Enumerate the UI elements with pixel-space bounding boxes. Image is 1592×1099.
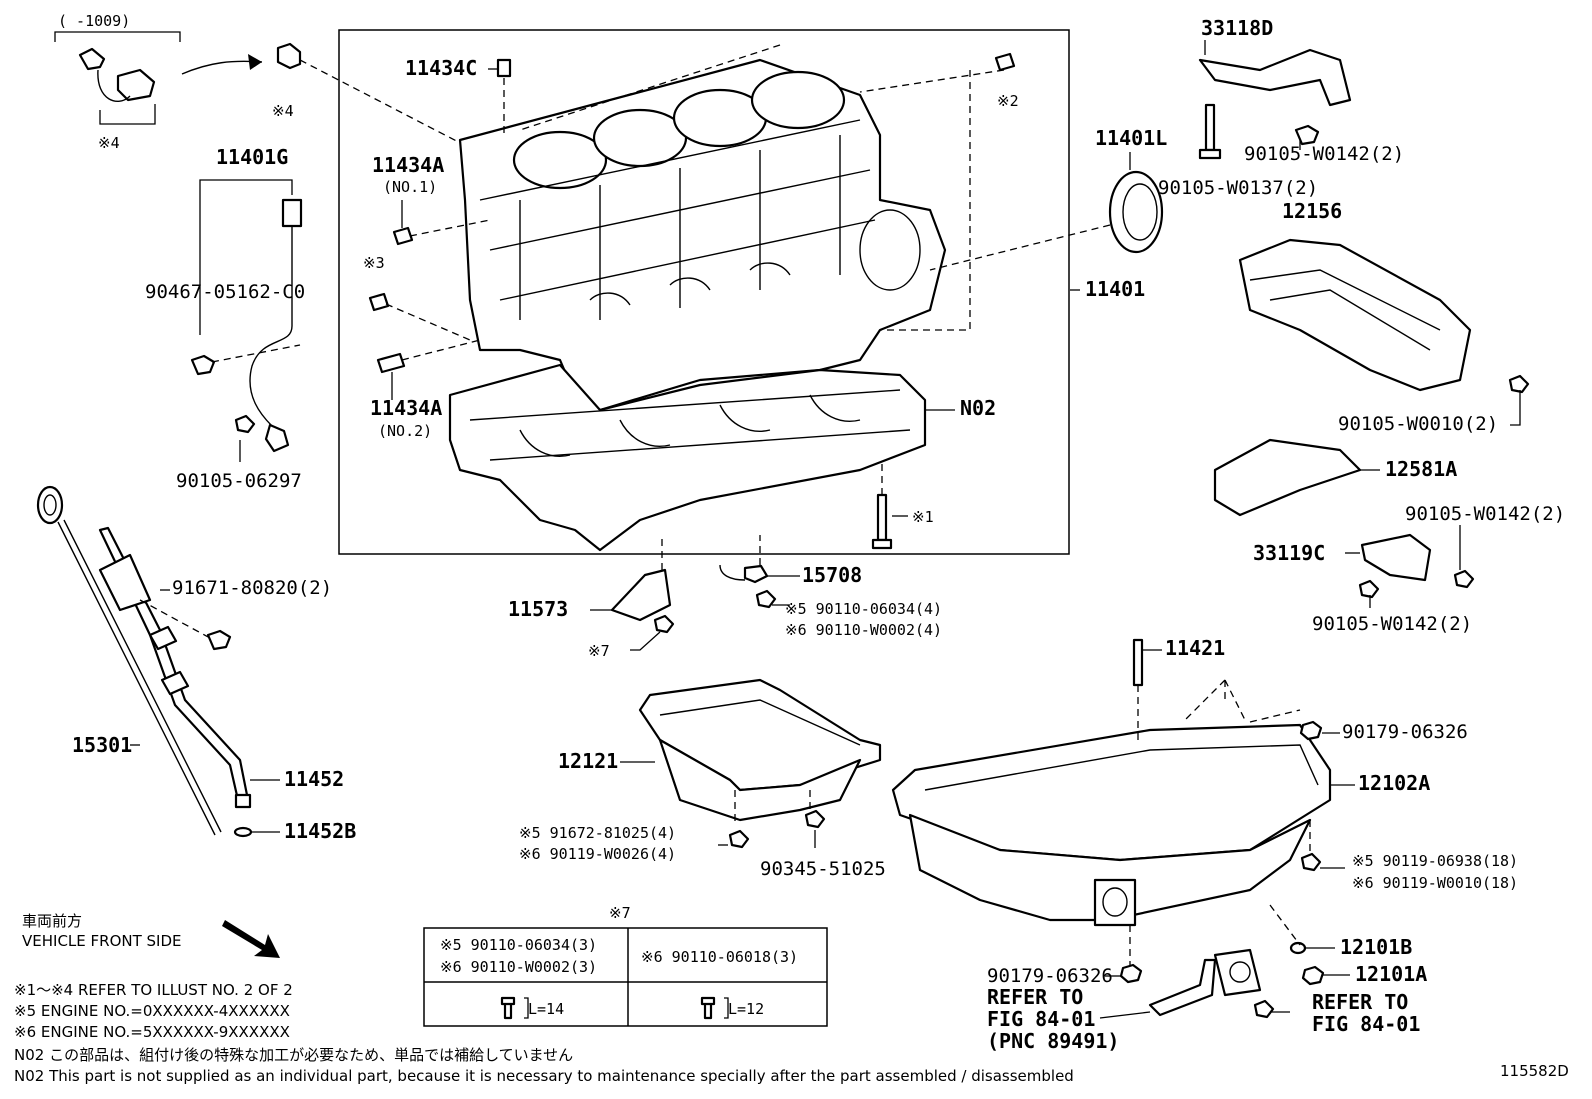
sensor-old-type-bracket: ( -1009) ※4 ※4 bbox=[54, 12, 471, 152]
label-11452: 11452 bbox=[284, 767, 344, 791]
insulator-12581A: 12581A bbox=[1213, 438, 1457, 517]
leader-dash bbox=[519, 44, 781, 131]
label-w0142c: 90105-W0142(2) bbox=[1312, 613, 1472, 635]
leader-dash bbox=[880, 70, 971, 331]
label-x2: ※2 bbox=[997, 92, 1019, 110]
label-11434C: 11434C bbox=[405, 56, 477, 80]
label-15301: 15301 bbox=[72, 733, 132, 757]
label-N02: N02 bbox=[960, 396, 996, 420]
label-11434A-2: 11434A bbox=[370, 396, 442, 420]
label-x6-w0026: ※6 90119-W0026(4) bbox=[519, 845, 676, 863]
insulator-12156: 12156 90105-W0010(2) bbox=[1238, 199, 1530, 435]
label-x1: ※1 bbox=[912, 508, 934, 526]
bracket-33119C: 90105-W0142(2) 33119C 90105-W0142(2) bbox=[1253, 503, 1565, 635]
label-x7a: ※7 bbox=[588, 642, 610, 660]
vehicle-front-arrow-icon bbox=[222, 920, 280, 958]
label-15708: 15708 bbox=[802, 563, 862, 587]
dipstick-15301: 15301 bbox=[36, 485, 222, 836]
label-x4a: ※4 bbox=[98, 134, 120, 152]
note-front-en: VEHICLE FRONT SIDE bbox=[22, 932, 182, 950]
label-11452B: 11452B bbox=[284, 819, 356, 843]
table-len1: L=14 bbox=[528, 1000, 564, 1018]
label-no1: (NO.1) bbox=[383, 178, 437, 196]
table-len2: L=12 bbox=[728, 1000, 764, 1018]
label-90345: 90345-51025 bbox=[760, 858, 886, 880]
table-r1c1b: ※6 90110-W0002(3) bbox=[440, 958, 597, 976]
label-12581A: 12581A bbox=[1385, 457, 1457, 481]
label-33119C: 33119C bbox=[1253, 541, 1325, 565]
note-n02-en: N02 This part is not supplied as an indi… bbox=[14, 1067, 1074, 1085]
label-12121: 12121 bbox=[558, 749, 618, 773]
oil-pan-12102A: 12102A 11421 90179-06326 ※5 90119-06938(… bbox=[891, 636, 1518, 1053]
label-x5-91672: ※5 91672-81025(4) bbox=[519, 824, 676, 842]
label-no2: (NO.2) bbox=[378, 422, 432, 440]
label-12101B: 12101B bbox=[1340, 935, 1412, 959]
oil-pan-12121: 12121 ※5 91672-81025(4) ※6 90119-W0026(4… bbox=[519, 678, 886, 880]
table-r1c1a: ※5 90110-06034(3) bbox=[440, 936, 597, 954]
bolt-spec-table: ※7 ※5 90110-06034(3) ※6 90110-W0002(3) ※… bbox=[423, 904, 828, 1027]
label-1009: ( -1009) bbox=[58, 12, 130, 30]
label-91671: 91671-80820(2) bbox=[172, 577, 332, 599]
label-12156: 12156 bbox=[1282, 199, 1342, 223]
label-11401L: 11401L bbox=[1095, 126, 1167, 150]
label-11401G: 11401G bbox=[216, 145, 288, 169]
baffle-11573: 11573 ※7 bbox=[508, 535, 675, 660]
sensor-11401G: 11401G 90467-05162-C0 90105-06297 bbox=[145, 145, 305, 492]
dipstick-guide-11452: 11452 11452B 91671-80820(2) bbox=[98, 526, 356, 843]
arrow-icon bbox=[248, 54, 262, 70]
label-90179a: 90179-06326 bbox=[1342, 721, 1468, 743]
label-w0142b: 90105-W0142(2) bbox=[1405, 503, 1565, 525]
label-x5-06034: ※5 90110-06034(4) bbox=[785, 600, 942, 618]
label-x4b: ※4 bbox=[272, 102, 294, 120]
bracket-33118D: 33118D 90105-W0142(2) 90105-W0137(2) bbox=[1158, 16, 1404, 199]
notes: 車両前方 VEHICLE FRONT SIDE ※1～※4 REFER TO I… bbox=[14, 912, 1569, 1085]
label-11421: 11421 bbox=[1165, 636, 1225, 660]
label-refer2b: FIG 84-01 bbox=[1312, 1012, 1420, 1036]
label-x3: ※3 bbox=[363, 254, 385, 272]
note-5: ※5 ENGINE NO.=0XXXXXX-4XXXXXX bbox=[14, 1002, 290, 1020]
note-1-4: ※1～※4 REFER TO ILLUST NO. 2 OF 2 bbox=[14, 981, 293, 999]
label-refer1c: (PNC 89491) bbox=[987, 1029, 1119, 1053]
bolt-x1: ※1 bbox=[871, 460, 934, 550]
label-11401: 11401 bbox=[1085, 277, 1145, 301]
label-x5-06938: ※5 90119-06938(18) bbox=[1352, 852, 1518, 870]
label-90179b: 90179-06326 bbox=[987, 965, 1113, 987]
cylinder-block-frame bbox=[338, 29, 1070, 555]
label-12102A: 12102A bbox=[1358, 771, 1430, 795]
label-11434A-1: 11434A bbox=[372, 153, 444, 177]
oil-jet-15708: 15708 ※5 90110-06034(4) ※6 90110-W0002(4… bbox=[719, 535, 942, 639]
note-front-jp: 車両前方 bbox=[22, 912, 82, 930]
label-90467: 90467-05162-C0 bbox=[145, 281, 305, 303]
label-x6-w0010: ※6 90119-W0010(18) bbox=[1352, 874, 1518, 892]
note-n02-jp: N02 この部品は、組付け後の特殊な加工が必要なため、単品では補給していません bbox=[14, 1046, 573, 1064]
figure-number: 115582D bbox=[1500, 1062, 1569, 1080]
cylinder-block-11401: 11401 N02 bbox=[448, 58, 1145, 552]
label-12101A: 12101A bbox=[1355, 962, 1427, 986]
table-r1c2: ※6 90110-06018(3) bbox=[641, 948, 798, 966]
label-w0142a: 90105-W0142(2) bbox=[1244, 143, 1404, 165]
oil-seal-11401L: 11401L bbox=[1095, 126, 1167, 254]
label-11573: 11573 bbox=[508, 597, 568, 621]
dowel-pins: 11434C ※2 11434A (NO.1) ※3 11434A (NO.2) bbox=[363, 52, 1019, 440]
label-x7b: ※7 bbox=[609, 904, 631, 922]
note-6: ※6 ENGINE NO.=5XXXXXX-9XXXXXX bbox=[14, 1023, 290, 1041]
label-x6-w0002: ※6 90110-W0002(4) bbox=[785, 621, 942, 639]
leader-dash bbox=[929, 224, 1111, 271]
label-refer1b: FIG 84-01 bbox=[987, 1007, 1095, 1031]
label-w0010: 90105-W0010(2) bbox=[1338, 413, 1498, 435]
label-refer1a: REFER TO bbox=[987, 985, 1083, 1009]
label-refer2a: REFER TO bbox=[1312, 990, 1408, 1014]
label-33118D: 33118D bbox=[1201, 16, 1273, 40]
label-w0137: 90105-W0137(2) bbox=[1158, 177, 1318, 199]
label-90105-06297: 90105-06297 bbox=[176, 470, 302, 492]
